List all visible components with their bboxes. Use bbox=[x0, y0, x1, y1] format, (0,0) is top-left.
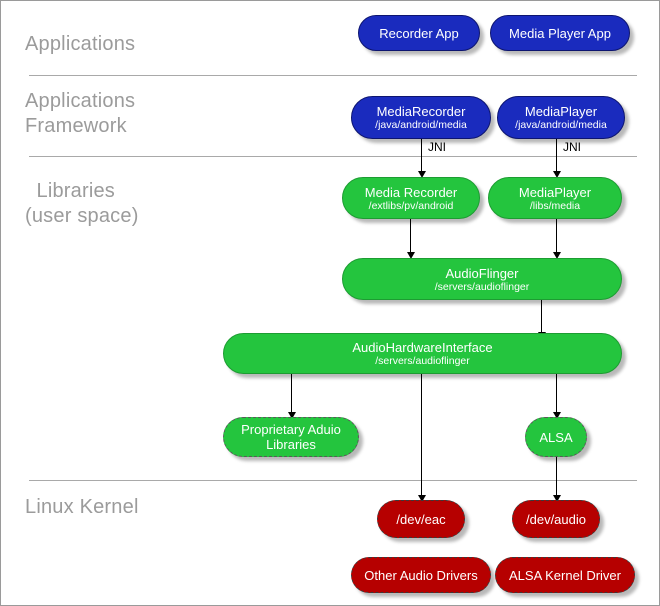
node-title-alsa: ALSA bbox=[539, 429, 573, 445]
node-sub-media-recorder-lib: /extlibs/pv/android bbox=[368, 199, 454, 212]
node-audioflinger[interactable]: AudioFlinger /servers/audioflinger bbox=[342, 258, 622, 300]
node-title-recorder-app: Recorder App bbox=[379, 25, 459, 41]
divider-framework bbox=[29, 156, 637, 157]
node-title-mediaplayer-lib: MediaPlayer bbox=[518, 184, 592, 200]
node-media-recorder-lib[interactable]: Media Recorder /extlibs/pv/android bbox=[342, 177, 480, 219]
node-title-dev-audio: /dev/audio bbox=[526, 511, 586, 527]
arrowhead-ahi-to-dev-eac bbox=[418, 495, 426, 502]
connector-mediarecorder-jni bbox=[421, 139, 422, 175]
arrowhead-ahi-to-proprietary-libs bbox=[288, 412, 296, 419]
arrowhead-ahi-to-alsa bbox=[553, 412, 561, 419]
node-title-mediarecorder-framework: MediaRecorder bbox=[376, 104, 466, 119]
connector-audioflinger-to-audiohardwareinterface bbox=[541, 300, 542, 336]
node-proprietary-audio-libraries[interactable]: Proprietary Aduio Libraries bbox=[223, 417, 359, 457]
arrowhead-alsa-to-dev-audio bbox=[553, 495, 561, 502]
connector-mediaplayer-to-audioflinger bbox=[556, 219, 557, 257]
band-label-linux-kernel: Linux Kernel bbox=[25, 496, 139, 518]
node-title-audiohardwareinterface: AudioHardwareInterface bbox=[352, 340, 493, 355]
node-dev-eac[interactable]: /dev/eac bbox=[377, 500, 465, 538]
node-sub-audiohardwareinterface: /servers/audioflinger bbox=[375, 355, 470, 367]
node-alsa[interactable]: ALSA bbox=[525, 417, 587, 457]
arrowhead-mediarecorder-to-audioflinger bbox=[407, 252, 415, 259]
node-title-dev-eac: /dev/eac bbox=[396, 511, 446, 527]
arrowhead-mediarecorder-jni bbox=[418, 171, 426, 178]
arrowhead-mediaplayer-to-audioflinger bbox=[553, 252, 561, 259]
node-sub-mediaplayer-framework: /java/android/media bbox=[515, 119, 607, 131]
connector-alsa-to-dev-audio bbox=[556, 456, 557, 499]
connector-ahi-to-alsa bbox=[556, 374, 557, 416]
node-title-alsa-kernel-driver: ALSA Kernel Driver bbox=[509, 567, 621, 583]
node-mediaplayer-lib[interactable]: MediaPlayer /libs/media bbox=[488, 177, 622, 219]
node-recorder-app[interactable]: Recorder App bbox=[358, 15, 480, 51]
connector-mediarecorder-to-audioflinger bbox=[410, 219, 411, 257]
node-dev-audio[interactable]: /dev/audio bbox=[512, 500, 600, 538]
node-title-other-audio-drivers: Other Audio Drivers bbox=[364, 567, 478, 583]
node-title-media-player-app: Media Player App bbox=[509, 25, 611, 41]
connector-ahi-to-dev-eac bbox=[421, 374, 422, 499]
node-alsa-kernel-driver[interactable]: ALSA Kernel Driver bbox=[495, 557, 635, 593]
node-sub-mediaplayer-lib: /libs/media bbox=[529, 199, 581, 212]
band-label-applications-framework: Applications Framework bbox=[25, 90, 136, 137]
node-sub-mediarecorder-framework: /java/android/media bbox=[375, 119, 467, 131]
node-sub-audioflinger: /servers/audioflinger bbox=[434, 280, 530, 293]
band-label-libraries: Libraries (user space) bbox=[25, 180, 139, 227]
node-mediarecorder-framework[interactable]: MediaRecorder /java/android/media bbox=[351, 96, 491, 139]
node-title-proprietary-audio-libraries: Proprietary Aduio Libraries bbox=[241, 422, 341, 452]
node-mediaplayer-framework[interactable]: MediaPlayer /java/android/media bbox=[497, 96, 625, 139]
connector-label-jni-left: JNI bbox=[428, 140, 446, 154]
connector-label-jni-right: JNI bbox=[563, 140, 581, 154]
node-other-audio-drivers[interactable]: Other Audio Drivers bbox=[351, 557, 491, 593]
divider-kernel bbox=[29, 480, 637, 481]
node-media-player-app[interactable]: Media Player App bbox=[490, 15, 630, 51]
node-title-audioflinger: AudioFlinger bbox=[445, 265, 519, 281]
node-title-mediaplayer-framework: MediaPlayer bbox=[524, 104, 598, 119]
node-title-media-recorder-lib: Media Recorder bbox=[364, 184, 458, 200]
band-label-applications: Applications bbox=[25, 33, 136, 55]
connector-mediaplayer-jni bbox=[556, 139, 557, 175]
node-audiohardwareinterface[interactable]: AudioHardwareInterface /servers/audiofli… bbox=[223, 333, 622, 374]
divider-applications bbox=[29, 75, 637, 76]
arrowhead-mediaplayer-jni bbox=[553, 171, 561, 178]
connector-ahi-to-proprietary-libs bbox=[291, 374, 292, 416]
